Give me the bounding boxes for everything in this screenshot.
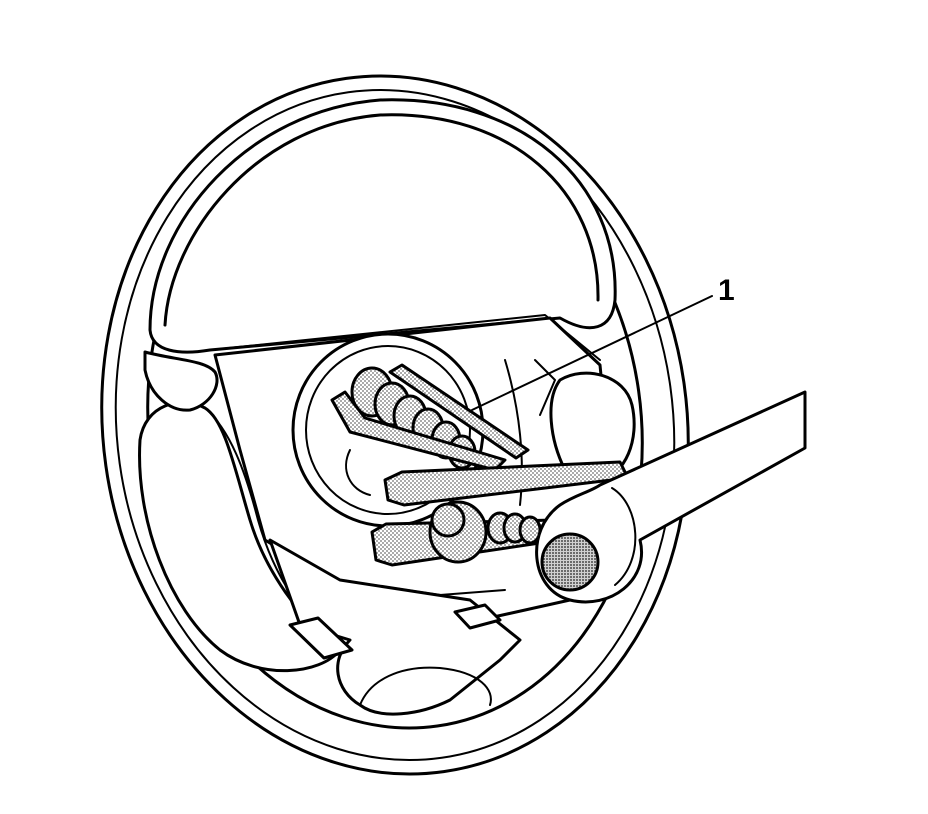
wrench — [535, 390, 807, 604]
lower-spoke — [268, 538, 522, 716]
spoke-clip-right — [453, 603, 502, 630]
spoke-clip-left — [288, 616, 354, 660]
callout-label: 1 — [718, 274, 735, 307]
left-spoke — [138, 350, 342, 673]
right-spoke — [549, 371, 636, 482]
puller-nut — [428, 500, 488, 564]
wrench-socket — [540, 532, 600, 592]
puller-tool — [330, 363, 630, 567]
callout-leader-line — [471, 295, 713, 411]
upper-spoke — [148, 98, 617, 361]
puller-upper-jaw — [330, 390, 507, 472]
puller-threaded-bolts — [350, 366, 477, 470]
callout-1: 1 — [471, 274, 735, 411]
